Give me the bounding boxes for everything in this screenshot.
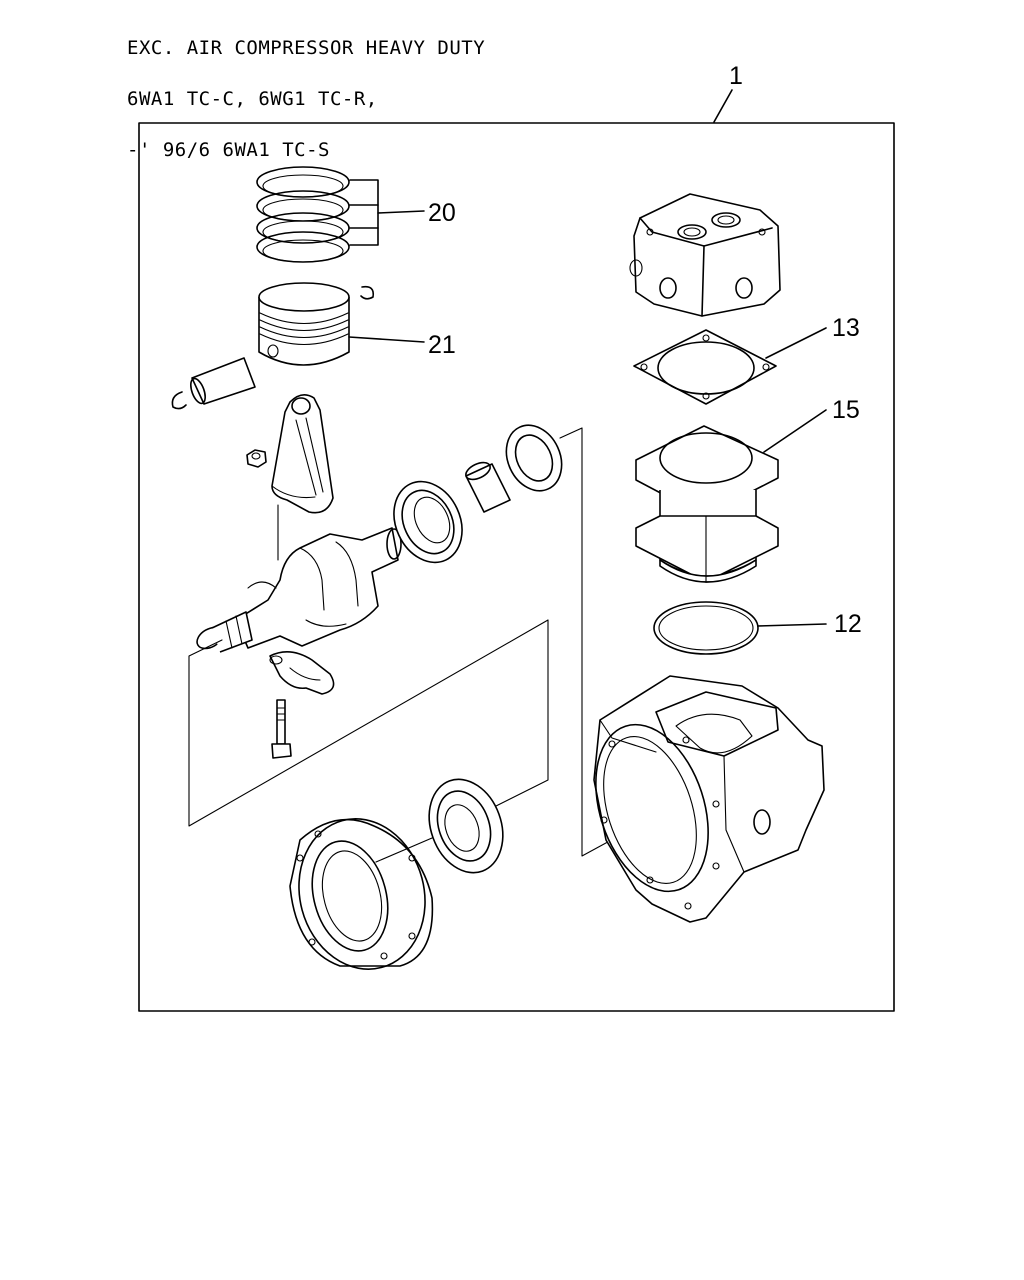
lower-bearing [428,778,504,874]
diagram-header: EXC. AIR COMPRESSOR HEAVY DUTY 6WA1 TC-C… [127,6,485,176]
flange-alignment-line [375,837,433,863]
rod-cap [269,651,335,695]
cylinder-head [629,193,781,317]
callout-21-leader [348,336,425,343]
callout-20: 20 [428,199,456,227]
header-line-2: 6WA1 TC-C, 6WG1 TC-R, [127,88,378,110]
end-flange [289,818,434,970]
header-line-3: -' 96/6 6WA1 TC-S [127,139,330,161]
callout-1: 1 [729,62,743,90]
bearing-sleeve [465,461,511,513]
main-bearing [393,480,463,564]
oil-seal [505,424,563,492]
alignment-line-left [188,619,549,827]
piston [171,282,375,410]
callout-12-leader [757,623,827,627]
crankshaft [196,527,402,653]
callout-12: 12 [834,610,862,638]
piston-rings [256,166,379,263]
callout-20-leader [377,210,425,214]
cylinder [635,425,779,583]
connecting-rod [246,394,334,514]
header-line-1: EXC. AIR COMPRESSOR HEAVY DUTY [127,37,486,59]
assembly-frame [138,122,895,1012]
callout-15: 15 [832,396,860,424]
head-gasket [633,329,777,405]
callout-1-leader [713,89,733,123]
callout-13: 13 [832,314,860,342]
rod-bolt [271,699,292,759]
o-ring [653,601,759,655]
callout-15-leader [763,409,827,453]
callout-21: 21 [428,331,456,359]
callout-13-leader [765,327,827,359]
crankcase-housing [593,675,825,923]
